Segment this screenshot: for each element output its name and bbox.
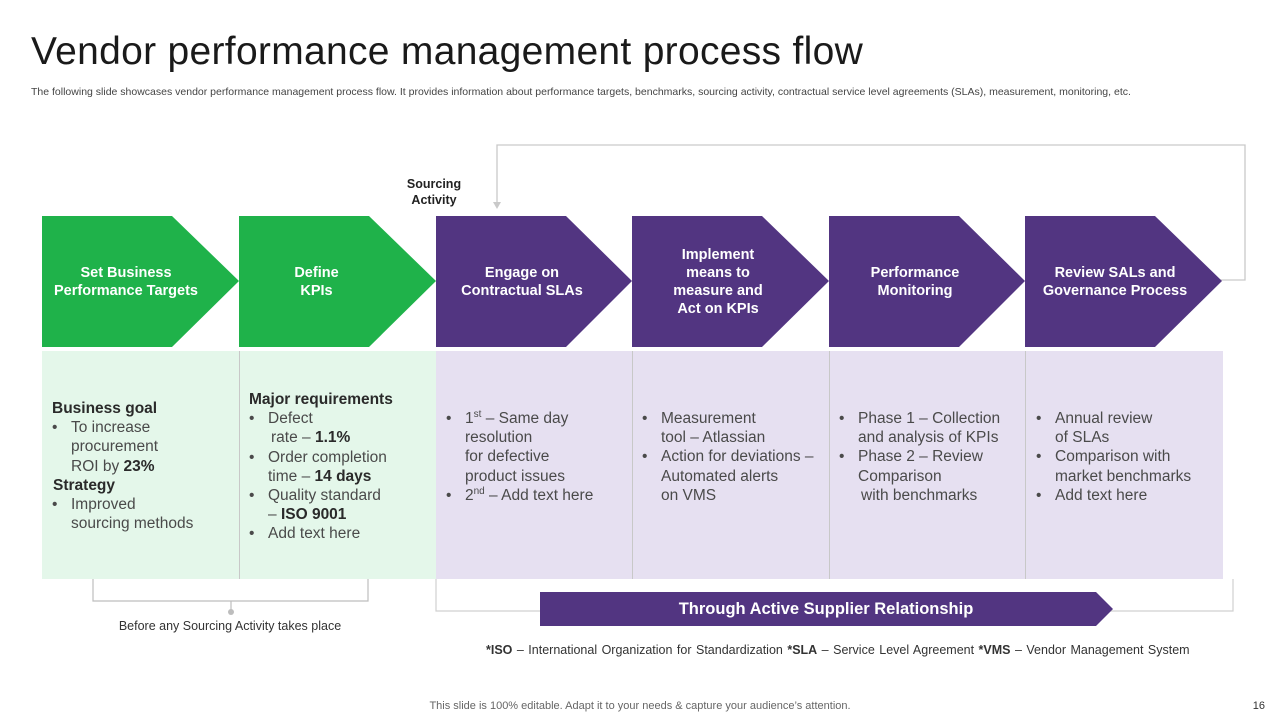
- step-3-title: Engage on Contractual SLAs: [461, 264, 583, 299]
- list-item: Automated alerts: [661, 467, 779, 485]
- major-requirements-heading: Major requirements: [249, 391, 393, 408]
- column-divider: [1025, 351, 1026, 579]
- banner-label: Through Active Supplier Relationship: [678, 599, 974, 618]
- list-item: •Annual review: [1036, 410, 1153, 427]
- list-item: on VMS: [661, 486, 717, 504]
- sourcing-activity-line1: Sourcing: [406, 177, 462, 191]
- list-item: Comparison: [858, 467, 942, 485]
- step-6-chevron: [1025, 216, 1222, 347]
- column-2-content: Major requirements •Defect rate – 1.1% •…: [249, 390, 434, 544]
- list-item: •Quality standard: [249, 487, 381, 505]
- list-item: •Comparison with: [1036, 448, 1171, 466]
- list-item: •Improved: [52, 496, 136, 514]
- step-3-chevron: [436, 216, 632, 347]
- editable-note: This slide is 100% editable. Adapt it to…: [429, 700, 851, 712]
- abbreviations-footnote: *ISO – International Organization for St…: [486, 643, 1190, 657]
- list-item: and analysis of KPIs: [858, 429, 999, 447]
- slide-title: Vendor performance management process fl…: [31, 30, 864, 73]
- step-5-title: Performance Monitoring: [870, 264, 960, 299]
- column-divider: [632, 351, 633, 579]
- step-4-chevron: [632, 216, 829, 347]
- list-item: procurement: [71, 438, 159, 456]
- column-divider: [239, 351, 240, 579]
- list-item: •1st – Same day: [446, 408, 569, 427]
- list-item: •Add text here: [1036, 486, 1148, 504]
- list-item: with benchmarks: [861, 486, 978, 504]
- list-item: •Action for deviations –: [642, 448, 814, 466]
- list-item: time – 14 days: [268, 467, 372, 485]
- roi-value: 23%: [123, 457, 155, 475]
- quality-standard-value: ISO 9001: [280, 506, 347, 524]
- list-item: tool – Atlassian: [661, 429, 766, 447]
- list-item: for defective: [465, 448, 550, 466]
- list-item: •To increase: [52, 419, 151, 437]
- feedback-loop-line: [496, 144, 1246, 281]
- list-item: product issues: [465, 467, 565, 485]
- column-5-content: •Phase 1 – Collection and analysis of KP…: [839, 409, 1024, 505]
- step-1-title: Set Business Performance Targets: [54, 264, 198, 299]
- business-goal-heading: Business goal: [52, 400, 158, 417]
- list-item: •Measurement: [642, 410, 756, 427]
- sourcing-activity-line2: Activity: [411, 193, 457, 207]
- completion-time-value: 14 days: [314, 467, 372, 485]
- column-divider: [829, 351, 830, 579]
- before-sourcing-note: Before any Sourcing Activity takes place: [118, 619, 342, 633]
- strategy-heading: Strategy: [53, 476, 116, 494]
- step-1-chevron: [42, 216, 239, 347]
- list-item: market benchmarks: [1055, 467, 1192, 485]
- page-number: 16: [1252, 700, 1265, 712]
- list-item: •2nd – Add text here: [446, 485, 594, 504]
- supplier-relationship-banner: [540, 592, 1113, 626]
- list-item: •Phase 2 – Review: [839, 448, 983, 466]
- step-2-title: Define KPIs: [294, 264, 339, 299]
- step-6-title: Review SALs and Governance Process: [1042, 264, 1188, 299]
- column-1-content: Business goal •To increase procurement R…: [52, 399, 232, 533]
- list-item: •Add text here: [249, 525, 361, 543]
- column-4-content: •Measurement tool – Atlassian •Action fo…: [642, 409, 827, 505]
- step-5-chevron: [829, 216, 1025, 347]
- slide-subtitle: The following slide showcases vendor per…: [31, 86, 1131, 98]
- list-item: sourcing methods: [71, 515, 194, 533]
- list-item: resolution: [465, 429, 533, 447]
- before-bracket: [92, 579, 369, 602]
- before-bracket-dot: [228, 609, 234, 615]
- column-3-content: •1st – Same day resolution for defective…: [446, 409, 626, 505]
- list-item: of SLAs: [1055, 429, 1110, 447]
- step-2-chevron: [239, 216, 436, 347]
- list-item: •Phase 1 – Collection: [839, 410, 1001, 427]
- sourcing-activity-label: Sourcing Activity: [394, 176, 474, 208]
- list-item: •Defect: [249, 410, 313, 428]
- list-item: ROI by 23%: [71, 457, 155, 475]
- feedback-arrowhead: [493, 202, 501, 209]
- list-item: •Order completion: [249, 448, 387, 466]
- defect-rate-value: 1.1%: [314, 429, 351, 447]
- column-6-content: •Annual review of SLAs •Comparison with …: [1036, 409, 1221, 505]
- list-item: rate – 1.1%: [271, 429, 351, 447]
- list-item: – ISO 9001: [268, 506, 347, 524]
- step-4-title: Implement means to measure and Act on KP…: [673, 246, 763, 317]
